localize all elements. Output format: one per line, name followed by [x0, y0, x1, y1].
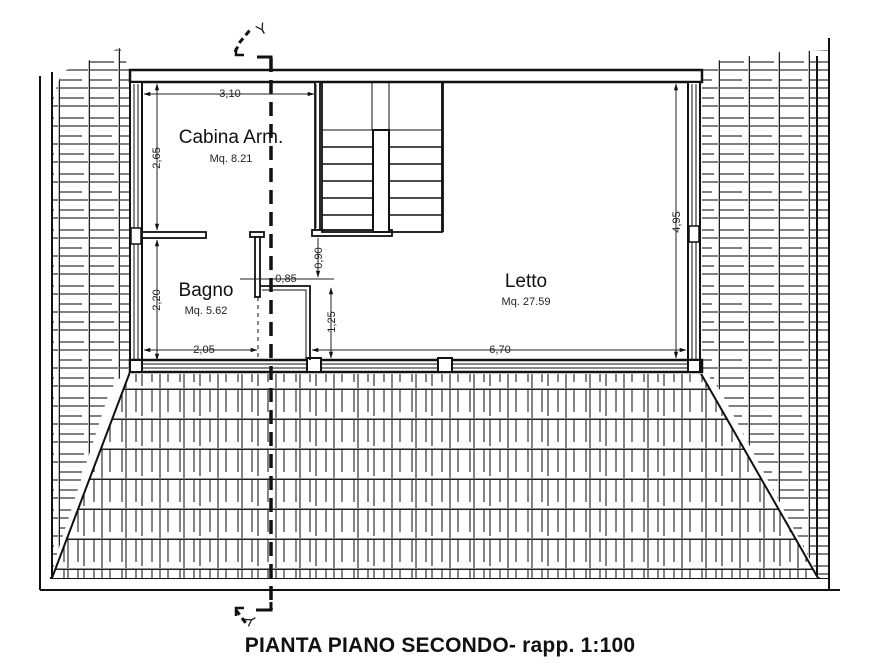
- roof-tiles-left: [51, 48, 130, 578]
- room-name-bagno: Bagno: [179, 280, 234, 301]
- dimension-lines: [143, 83, 687, 361]
- dim-cabina-height: 2,65: [151, 147, 163, 168]
- section-label-top: Y: [254, 20, 271, 40]
- roof-tiles-front: [51, 371, 819, 579]
- section-line: [233, 29, 273, 627]
- room-name-cabina: Cabina Arm.: [179, 127, 284, 148]
- dim-stair-gap: 1,25: [326, 311, 338, 332]
- section-label-bottom: Y: [242, 611, 262, 628]
- dim-letto-height: 4,95: [671, 211, 683, 232]
- dim-door-width: 0,85: [275, 273, 296, 285]
- roof-tiles-right: [700, 50, 828, 578]
- dim-bagno-height: 2,20: [151, 289, 163, 310]
- room-area-letto: Mq. 27.59: [502, 296, 551, 308]
- dim-letto-width: 6,70: [489, 344, 510, 356]
- room-area-cabina: Mq. 8.21: [210, 153, 253, 165]
- dim-cabina-width: 3,10: [219, 88, 240, 100]
- building: [128, 68, 704, 374]
- room-name-letto: Letto: [505, 271, 547, 292]
- plan-title: PIANTA PIANO SECONDO- rapp. 1:100: [244, 634, 636, 657]
- staircase: [321, 81, 444, 233]
- partitions: [141, 81, 393, 360]
- dim-bagno-width: 2,05: [193, 344, 214, 356]
- dim-passage-depth: 0,90: [313, 247, 325, 268]
- room-area-bagno: Mq. 5.62: [185, 305, 228, 317]
